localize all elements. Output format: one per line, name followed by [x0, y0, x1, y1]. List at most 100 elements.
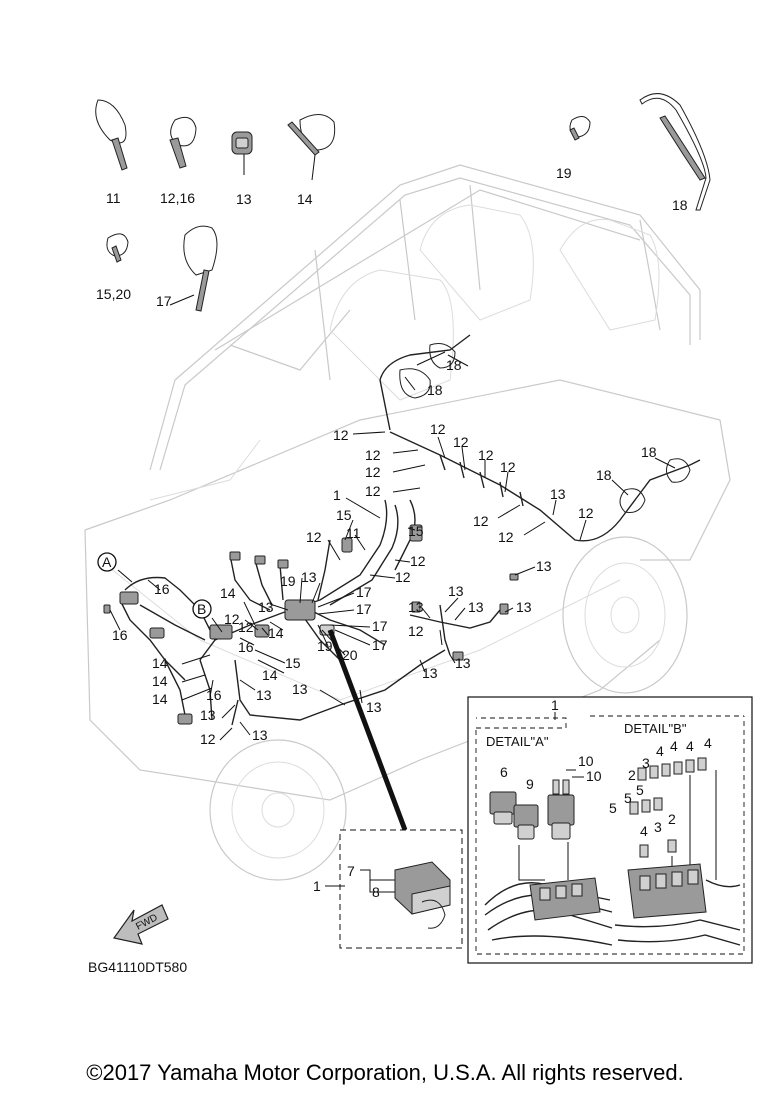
callout-13: 13 — [301, 569, 317, 585]
callout-3: 3 — [654, 819, 662, 835]
inset-connector-detail: 1 7 8 — [313, 829, 463, 949]
callout-16: 16 — [206, 687, 222, 703]
callout-4: 4 — [704, 735, 712, 751]
callout-10: 10 — [586, 768, 602, 784]
callout-15: 15 — [336, 507, 352, 523]
part-14-tie: 14 — [287, 114, 336, 207]
part-15-20-band: 15,20 — [96, 233, 131, 302]
callout-13: 13 — [200, 707, 216, 723]
callout-1: 1 — [313, 878, 321, 894]
callout-8: 8 — [372, 884, 380, 900]
callout-14: 14 — [262, 667, 278, 683]
fwd-arrow: FWD — [112, 904, 169, 945]
callout-12: 12 — [478, 447, 494, 463]
callout-14: 14 — [152, 691, 168, 707]
callout-15: 15 — [408, 523, 424, 539]
leader-lines — [109, 351, 676, 831]
part-13-clip: 13 — [231, 131, 253, 207]
callout-12: 12 — [410, 553, 426, 569]
callout-13: 13 — [448, 583, 464, 599]
callout-13: 13 — [292, 681, 308, 697]
callout-12: 12 — [238, 619, 254, 635]
callout-2: 2 — [668, 811, 676, 827]
callout-19: 19 — [280, 573, 296, 589]
callout-17: 17 — [356, 601, 372, 617]
copyright-notice: ©2017 Yamaha Motor Corporation, U.S.A. A… — [86, 1060, 684, 1085]
callout-5: 5 — [636, 782, 644, 798]
callout-17: 17 — [372, 618, 388, 634]
callout-14: 14 — [297, 191, 313, 207]
callout-13: 13 — [516, 599, 532, 615]
callout-19: 19 — [317, 638, 333, 654]
detail-inset: 1 DETAIL"A" DETAIL"B" 6 9 10 10 — [467, 696, 753, 964]
callout-15-20: 15,20 — [96, 286, 131, 302]
callout-1: 1 — [551, 697, 559, 713]
callout-12: 12 — [578, 505, 594, 521]
callout-4: 4 — [686, 738, 694, 754]
callout-17: 17 — [372, 637, 388, 653]
callout-13: 13 — [236, 191, 252, 207]
callout-5: 5 — [624, 790, 632, 806]
callout-3: 3 — [642, 755, 650, 771]
callout-13: 13 — [455, 655, 471, 671]
callout-4: 4 — [640, 823, 648, 839]
callout-11: 11 — [106, 190, 121, 206]
callout-14: 14 — [152, 655, 168, 671]
vehicle-outline — [84, 164, 731, 881]
callout-6: 6 — [500, 764, 508, 780]
callout-20: 20 — [342, 647, 358, 663]
callout-13: 13 — [408, 599, 424, 615]
callout-12: 12 — [365, 447, 381, 463]
callout-12: 12 — [453, 434, 469, 450]
callout-4: 4 — [656, 743, 664, 759]
detail-b-fuses — [629, 757, 707, 858]
callout-14: 14 — [152, 673, 168, 689]
callout-12: 12 — [224, 611, 240, 627]
marker-b: B — [192, 599, 212, 619]
callout-13: 13 — [258, 599, 274, 615]
callout-17: 17 — [356, 584, 372, 600]
callout-16: 16 — [112, 627, 128, 643]
callout-13: 13 — [536, 558, 552, 574]
part-17-tie: 17 — [156, 225, 218, 312]
callout-12: 12 — [408, 623, 424, 639]
wire-harness — [103, 334, 701, 726]
diagram-code: BG41110DT580 — [88, 959, 187, 975]
marker-b-label: B — [197, 601, 206, 617]
callout-12-16: 12,16 — [160, 190, 195, 206]
callout-16: 16 — [238, 639, 254, 655]
callout-4: 4 — [670, 738, 678, 754]
callout-11: 11 — [346, 525, 361, 541]
callout-13: 13 — [468, 599, 484, 615]
callout-19: 19 — [556, 165, 572, 181]
callout-13: 13 — [422, 665, 438, 681]
marker-a-label: A — [102, 554, 112, 570]
callout-13: 13 — [252, 727, 268, 743]
callout-9: 9 — [526, 776, 534, 792]
part-18-long-tie: 18 — [639, 93, 711, 213]
callout-12: 12 — [200, 731, 216, 747]
callout-12: 12 — [333, 427, 349, 443]
part-19-band: 19 — [556, 116, 591, 181]
callout-16: 16 — [154, 581, 170, 597]
callout-12: 12 — [365, 464, 381, 480]
callout-1: 1 — [333, 487, 341, 503]
callout-18: 18 — [672, 197, 688, 213]
callout-5: 5 — [609, 800, 617, 816]
callout-12: 12 — [365, 483, 381, 499]
callout-18: 18 — [446, 357, 462, 373]
callout-numbers: 18 18 12 12 12 12 12 12 12 12 12 12 12 1… — [112, 357, 657, 747]
callout-14: 14 — [268, 625, 284, 641]
marker-a: A — [97, 552, 117, 572]
callout-17: 17 — [156, 293, 172, 309]
detail-a-title: DETAIL"A" — [486, 734, 549, 749]
callout-7: 7 — [347, 863, 355, 879]
callout-2: 2 — [628, 767, 636, 783]
callout-18: 18 — [427, 382, 443, 398]
callout-12: 12 — [430, 421, 446, 437]
callout-12: 12 — [498, 529, 514, 545]
callout-12: 12 — [500, 459, 516, 475]
callout-18: 18 — [596, 467, 612, 483]
callout-12: 12 — [306, 529, 322, 545]
